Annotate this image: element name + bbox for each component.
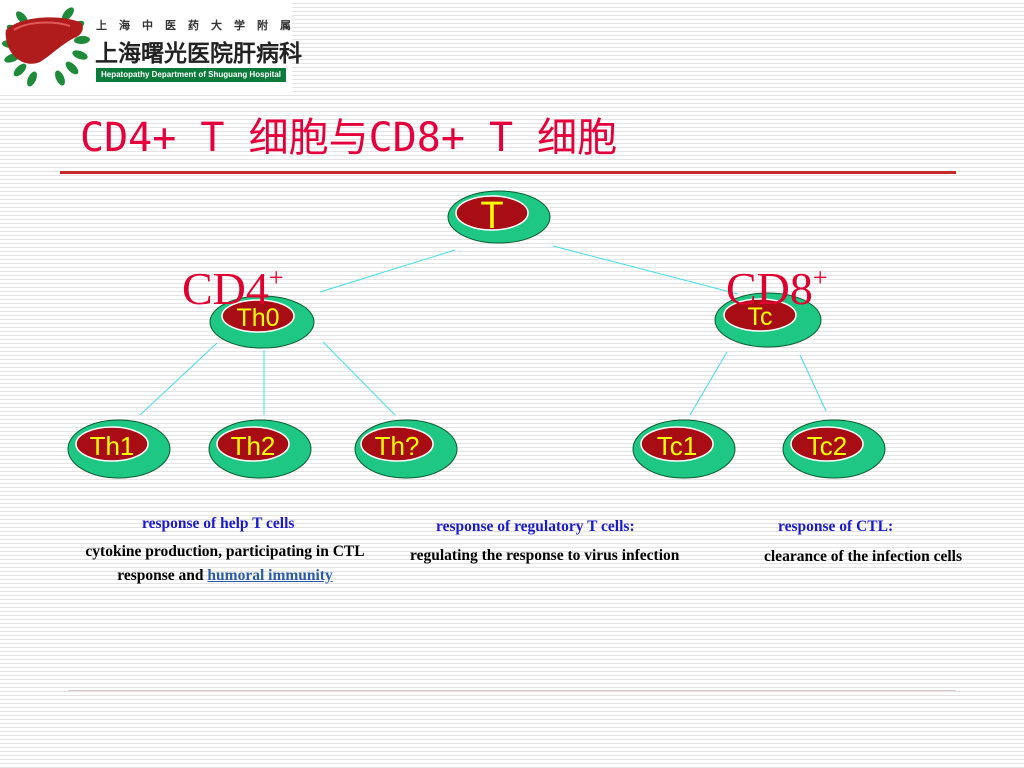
connector-tc-tc1	[689, 351, 728, 416]
node-tc2-label: Tc2	[807, 431, 847, 461]
connector-th0-th1	[139, 342, 218, 416]
node-t: T	[447, 190, 551, 244]
node-th0-label: Th0	[236, 304, 279, 332]
cd4-group-label: CD4+	[182, 263, 284, 314]
logo-top-text: 上海中医药大学附属	[96, 19, 303, 32]
regulatory-response-heading: response of regulatory T cells:	[436, 518, 635, 535]
node-th1-label: Th1	[90, 431, 135, 461]
node-th2: Th2	[208, 419, 312, 479]
connector-t-th0	[319, 249, 456, 293]
node-th1: Th1	[67, 419, 171, 479]
node-tc1-label: Tc1	[657, 431, 697, 461]
liver-laurel-icon	[2, 7, 90, 87]
node-th-unknown: Th?	[354, 419, 458, 479]
cd8-label-text: CD8	[726, 263, 813, 314]
ctl-response-heading: response of CTL:	[778, 518, 894, 535]
humoral-immunity-link[interactable]: humoral immunity	[207, 567, 333, 584]
connector-t-tc	[552, 245, 739, 295]
connector-tc-tc2	[799, 354, 827, 412]
node-t-label: T	[480, 195, 503, 237]
logo-sub-text: Hepatopathy Department of Shuguang Hospi…	[96, 68, 286, 82]
node-tc1: Tc1	[632, 419, 736, 479]
hospital-logo: 上海中医药大学附属 上海曙光医院肝病科 Hepatopathy Departme…	[0, 0, 303, 92]
node-tc-label: Tc	[748, 303, 773, 331]
regulatory-response-body: regulating the response to virus infecti…	[410, 547, 680, 564]
help-response-body: cytokine production, participating in CT…	[60, 540, 390, 588]
node-th-unknown-label: Th?	[375, 431, 420, 461]
node-th0: Th0	[209, 295, 315, 349]
node-tc2: Tc2	[782, 419, 886, 479]
ctl-response-body: clearance of the infection cells	[764, 548, 962, 565]
node-th2-label: Th2	[231, 431, 276, 461]
cd8-label-sup: +	[812, 263, 828, 292]
logo-main-text: 上海曙光医院肝病科	[95, 41, 302, 67]
cd4-label-sup: +	[268, 263, 284, 292]
connector-th0-thq	[322, 341, 396, 416]
help-response-text: cytokine production, participating in CT…	[85, 543, 365, 584]
cd4-label-text: CD4	[182, 263, 269, 314]
help-response-heading: response of help T cells	[142, 515, 295, 532]
connector-lines	[139, 245, 827, 416]
node-tc: Tc	[714, 292, 822, 348]
title-divider	[60, 171, 956, 174]
slide-title: CD4+ T 细胞与CD8+ T 细胞	[80, 115, 618, 161]
cd8-group-label: CD8+	[726, 263, 828, 314]
footer-divider	[68, 690, 956, 691]
